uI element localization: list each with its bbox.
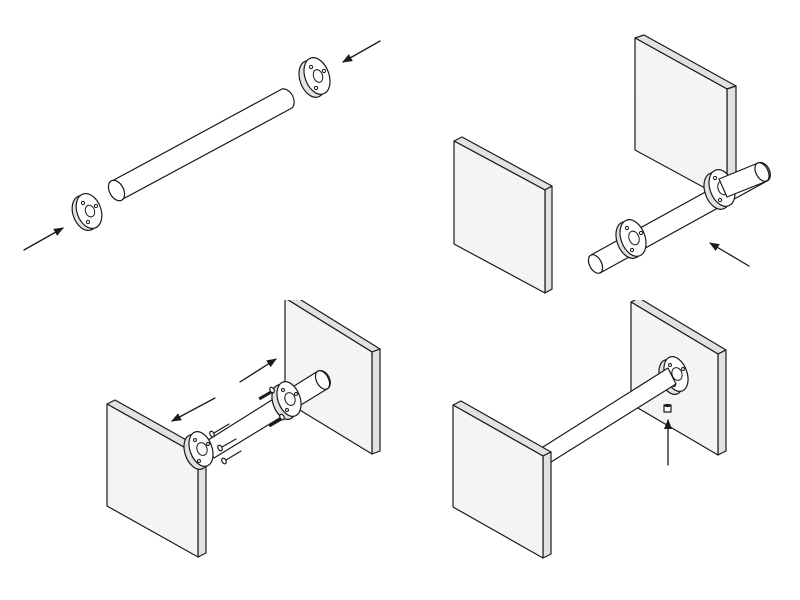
flange-right xyxy=(271,381,302,420)
step-1-panel xyxy=(23,40,381,251)
screw-icon xyxy=(268,413,285,428)
step-3-panel xyxy=(106,300,381,558)
rod xyxy=(204,369,331,459)
rod xyxy=(107,88,295,202)
wall-panel-left xyxy=(452,400,552,559)
arrow-icon xyxy=(709,242,750,267)
screw-icon xyxy=(258,386,275,401)
screw-icon xyxy=(221,450,242,465)
wall-panel-right xyxy=(634,34,737,201)
wall-panel-left xyxy=(453,136,553,294)
flange-right xyxy=(703,161,771,210)
wall-panel-right xyxy=(284,300,381,455)
flange-left xyxy=(183,431,214,470)
flange-left xyxy=(615,219,647,259)
flange-left xyxy=(71,192,103,232)
wall-panel-left xyxy=(106,399,207,558)
screw-icon xyxy=(217,438,237,452)
arrow-icon xyxy=(342,40,381,63)
screw-icon xyxy=(209,423,230,438)
arrow-icon xyxy=(239,358,277,383)
set-screw-icon xyxy=(663,403,672,413)
arrow-icon xyxy=(23,227,64,251)
flange-right xyxy=(298,57,331,98)
arrow-icon xyxy=(171,397,216,422)
step-4-panel xyxy=(452,300,727,559)
step-2-panel xyxy=(453,34,771,294)
